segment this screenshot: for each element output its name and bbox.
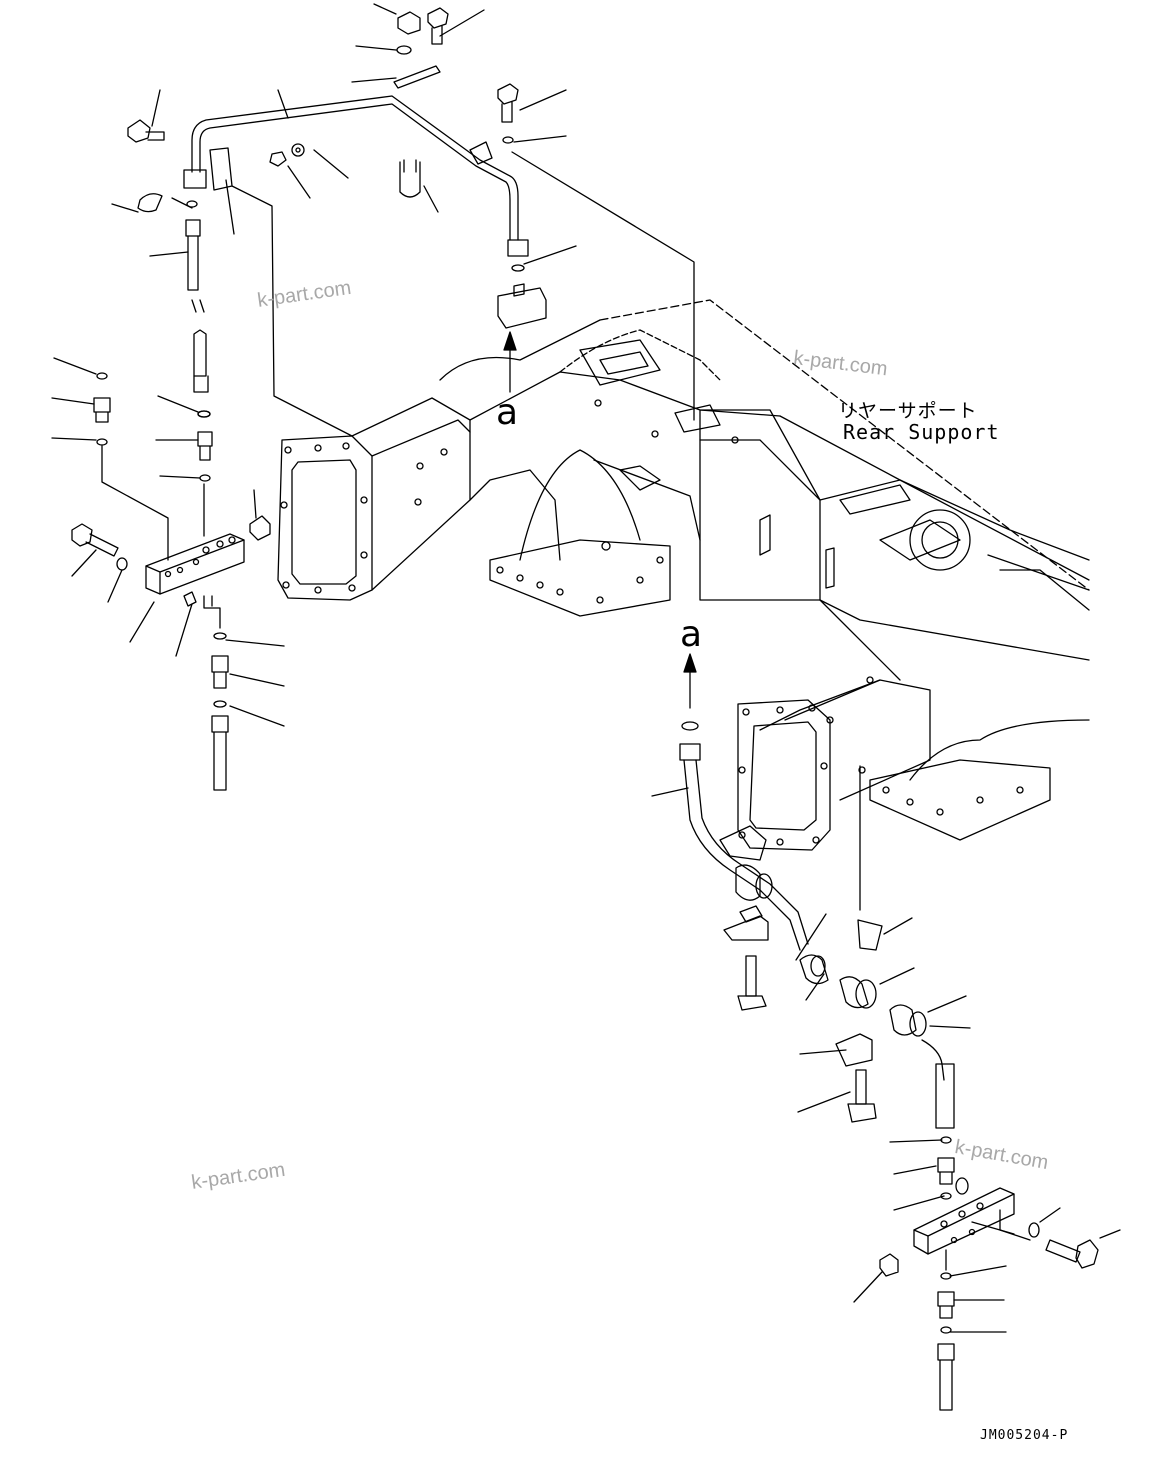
rear-support-frame — [278, 300, 1089, 850]
view-marker-lower: a — [680, 614, 703, 655]
upper-pipe-assembly — [112, 4, 694, 436]
right-junction-block — [854, 1137, 1120, 1410]
rear-support-label-jp: リヤーサポート — [838, 400, 978, 422]
left-junction-block — [52, 358, 284, 790]
view-marker-upper: a — [496, 392, 519, 433]
lower-hose-assembly — [652, 654, 970, 1128]
drawing-code: JM005204-P — [980, 1428, 1069, 1443]
rear-support-label-en: Rear Support — [843, 420, 1000, 444]
